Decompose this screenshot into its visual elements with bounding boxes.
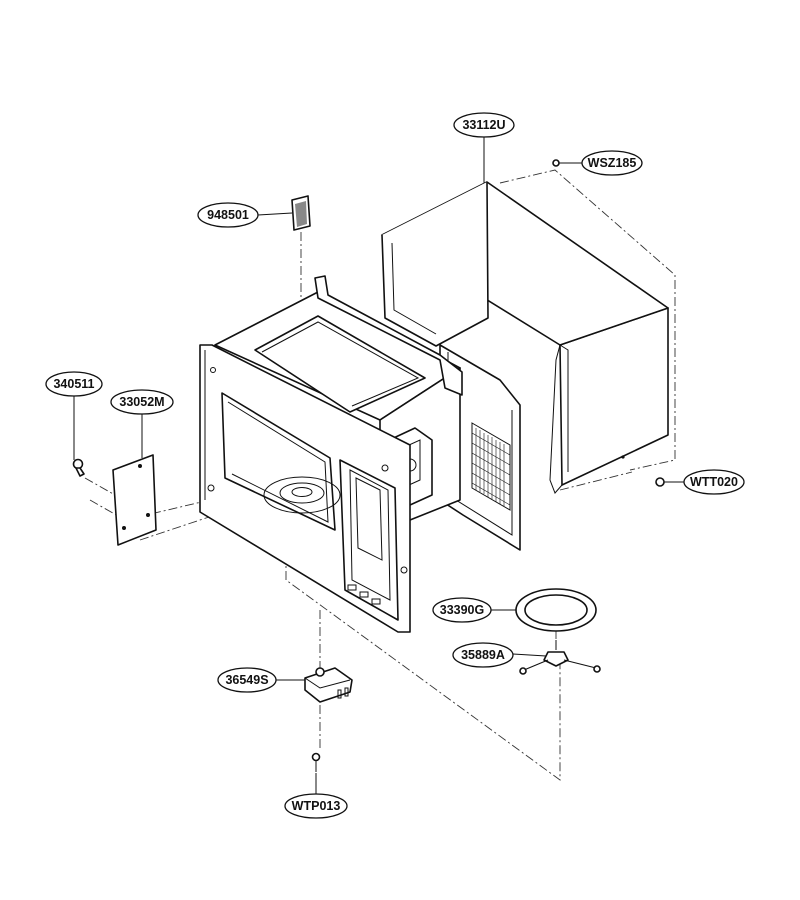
leader-lines — [73, 136, 684, 794]
label-35889A-text: 35889A — [461, 648, 505, 662]
label-WTP013-text: WTP013 — [292, 799, 341, 813]
label-33112U-text: 33112U — [462, 118, 505, 132]
label-948501: 948501 — [197, 202, 259, 228]
part-36549S-motor — [304, 667, 353, 703]
label-WTP013: WTP013 — [284, 793, 348, 819]
part-33052M-plate — [112, 454, 157, 546]
oven-cavity-chassis — [199, 275, 521, 633]
label-33390G-text: 33390G — [440, 603, 484, 617]
part-33390G-glass-tray — [515, 588, 597, 632]
label-WTT020-text: WTT020 — [690, 475, 738, 489]
part-948501-block — [291, 195, 311, 231]
label-33390G: 33390G — [432, 597, 492, 623]
label-340511: 340511 — [45, 371, 103, 397]
label-WSZ185: WSZ185 — [581, 150, 643, 176]
part-35889A-roller — [519, 640, 601, 675]
part-WTP013-screw — [311, 752, 321, 772]
label-33112U: 33112U — [453, 112, 515, 138]
label-WTT020: WTT020 — [683, 469, 745, 495]
label-33052M-text: 33052M — [119, 395, 164, 409]
vent-grille — [471, 428, 511, 506]
label-340511-text: 340511 — [53, 377, 94, 391]
part-340511-screw — [72, 458, 85, 477]
label-35889A: 35889A — [452, 642, 514, 668]
label-36549S-text: 36549S — [225, 673, 268, 687]
label-948501-text: 948501 — [207, 208, 249, 222]
label-33052M: 33052M — [110, 389, 174, 415]
outer-case-33112U — [381, 181, 669, 494]
label-36549S: 36549S — [217, 667, 277, 693]
label-WSZ185-text: WSZ185 — [588, 156, 637, 170]
